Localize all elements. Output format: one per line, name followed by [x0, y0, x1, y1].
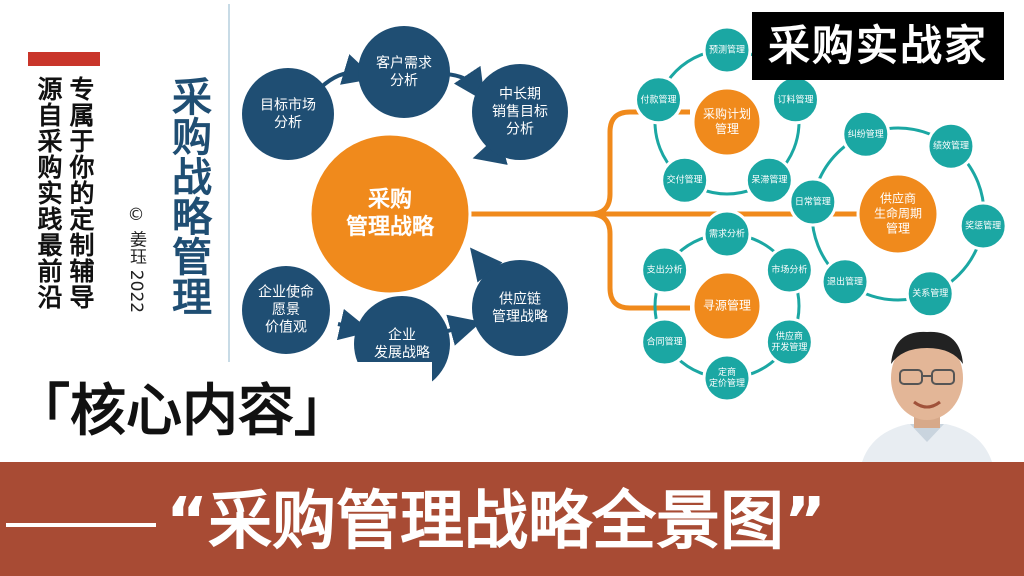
sourcing-item-3-label: 开发管理 — [771, 341, 807, 353]
sourcing-item-3-label: 供应商 — [776, 330, 803, 342]
top-circle-3-label: 中长期 — [499, 87, 541, 103]
plan-item-1: 预测管理 — [702, 25, 752, 75]
center-node-label: 管理战略 — [346, 214, 435, 240]
top-circle-3-label: 分析 — [506, 122, 534, 138]
strategy-diagram: 目标市场分析客户需求分析中长期销售目标分析企业使命愿景价值观企业发展战略供应链管… — [242, 25, 1008, 403]
plan-item-2: 订料管理 — [770, 75, 820, 125]
supplier-item-4-label: 关系管理 — [912, 287, 948, 299]
supplier-item-6-label: 日常管理 — [795, 196, 831, 208]
hub-2-label: 管理 — [886, 221, 910, 236]
sourcing-item-4-label: 定价管理 — [709, 377, 745, 389]
sourcing-item-1-label: 需求分析 — [709, 228, 745, 240]
top-circle-2-label: 客户需求 — [376, 54, 432, 71]
top-circle-2-label: 分析 — [390, 73, 418, 89]
presenter-photo — [842, 320, 1012, 462]
plan-item-4-label: 交付管理 — [667, 174, 703, 186]
bottom-circle-3-label: 供应链 — [499, 290, 541, 307]
supplier-item-2: 绩效管理 — [926, 121, 976, 171]
sourcing-item-4-label: 定商 — [718, 366, 736, 378]
core-content-label: 「核心内容」 — [0, 362, 432, 462]
dash-line — [6, 523, 156, 528]
hub-3-label: 寻源管理 — [703, 298, 751, 313]
sourcing-item-6: 支出分析 — [640, 245, 690, 295]
supplier-item-2-label: 绩效管理 — [933, 140, 969, 152]
supplier-item-6: 日常管理 — [788, 177, 838, 227]
hub-2-label: 生命周期 — [874, 206, 922, 221]
top-circle-1-label: 分析 — [274, 115, 302, 131]
top-circle-3-label: 销售目标 — [492, 104, 548, 120]
supplier-item-1: 纠纷管理 — [841, 109, 891, 159]
sourcing-item-2: 市场分析 — [764, 245, 814, 295]
sourcing-item-1: 需求分析 — [702, 209, 752, 259]
bottom-banner — [0, 462, 1024, 576]
copyright-text: © 姜珏 2022 — [126, 205, 146, 314]
supplier-item-5: 退出管理 — [820, 257, 870, 307]
hub-1-label: 管理 — [715, 121, 739, 136]
hub-3: 寻源管理 — [691, 270, 763, 342]
red-accent-bar — [28, 52, 100, 66]
bottom-circle-2-label: 发展战略 — [374, 345, 430, 361]
bottom-circle-1-label: 企业使命 — [258, 284, 314, 301]
supplier-item-1-label: 纠纷管理 — [848, 128, 884, 140]
supplier-item-5-label: 退出管理 — [827, 275, 863, 287]
hub-2-label: 供应商 — [880, 191, 916, 206]
sourcing-item-6-label: 支出分析 — [647, 264, 683, 276]
center-node-label: 采购 — [368, 186, 412, 212]
bottom-circle-1-label: 价值观 — [265, 320, 307, 336]
supplier-item-3: 奖惩管理 — [958, 201, 1008, 251]
plan-item-4: 交付管理 — [660, 155, 710, 205]
plan-item-5-label: 付款管理 — [641, 93, 677, 105]
bottom-circle-1-label: 愿景 — [272, 302, 300, 318]
top-circle-1-label: 目标市场 — [260, 96, 316, 113]
plan-item-1-label: 预测管理 — [709, 44, 745, 56]
bottom-circle-2-label: 企业 — [388, 326, 416, 343]
supplier-item-4: 关系管理 — [905, 269, 955, 319]
hub-1-label: 采购计划 — [703, 106, 751, 121]
brand-badge: 采购实战家 — [752, 12, 1004, 80]
sourcing-item-2-label: 市场分析 — [771, 264, 807, 276]
supplier-item-3-label: 奖惩管理 — [965, 219, 1001, 231]
center-node: 采购管理战略 — [308, 132, 472, 296]
bottom-title: “采购管理战略全景图” — [166, 485, 827, 559]
vertical-title: 采购战略管理 — [165, 76, 211, 316]
sourcing-item-5: 合同管理 — [640, 317, 690, 367]
plan-item-2-label: 订料管理 — [777, 93, 813, 105]
sourcing-item-5-label: 合同管理 — [647, 336, 683, 348]
bottom-circle-3-label: 管理战略 — [492, 309, 548, 325]
slogan-line-1: 专属于你的定制辅导 — [66, 76, 95, 310]
plan-item-5: 付款管理 — [634, 75, 684, 125]
bottom-title-row: “采购管理战略全景图” — [0, 472, 1024, 572]
slogan-line-2: 源自采购实践最前沿 — [34, 76, 63, 310]
plan-item-3: 呆滞管理 — [744, 155, 794, 205]
plan-item-3-label: 呆滞管理 — [751, 174, 787, 186]
